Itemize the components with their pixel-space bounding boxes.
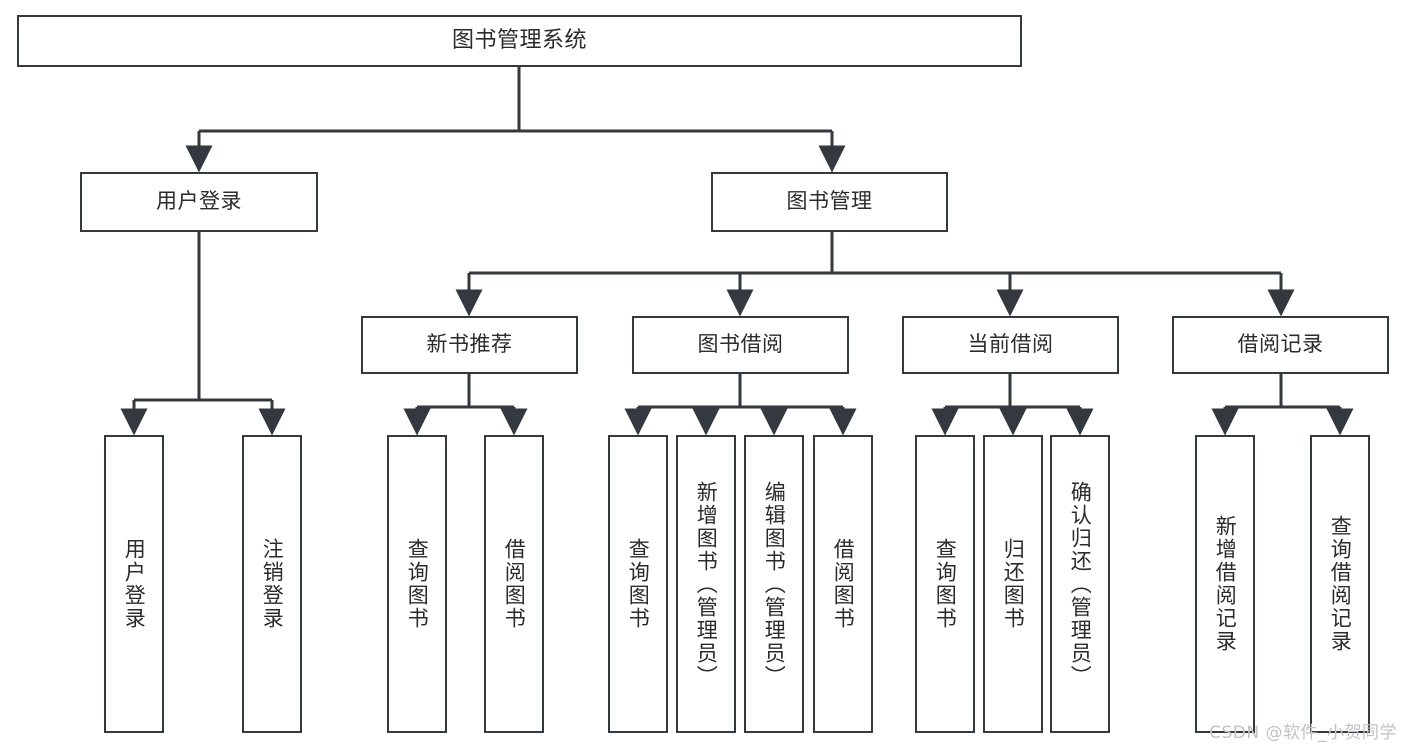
edges-borrowrecord-to-leaves (1211, 374, 1354, 436)
leaf-node-user-login[interactable]: 用户登录 (104, 435, 164, 733)
edges-userlogin-to-leaves (120, 232, 286, 436)
edges-newbook-to-leaves (403, 374, 528, 436)
leaf-node-query-book-current[interactable]: 查询图书 (915, 435, 975, 733)
leaf-node-borrow-book[interactable]: 借阅图书 (813, 435, 873, 733)
node-book-manage[interactable]: 图书管理 (711, 172, 948, 232)
leaf-node-edit-book-admin[interactable]: 编辑图书（管理员） (744, 435, 804, 733)
leaf-node-add-book-admin[interactable]: 新增图书（管理员） (676, 435, 736, 733)
leaf-node-confirm-return-admin[interactable]: 确认归还（管理员） (1050, 435, 1110, 733)
leaf-node-user-logout[interactable]: 注销登录 (242, 435, 302, 733)
edges-root-to-level2 (185, 67, 846, 173)
leaf-node-return-book[interactable]: 归还图书 (983, 435, 1043, 733)
leaf-node-add-borrow-record[interactable]: 新增借阅记录 (1195, 435, 1255, 733)
leaf-node-query-book-borrow[interactable]: 查询图书 (608, 435, 668, 733)
node-borrow-record[interactable]: 借阅记录 (1172, 316, 1389, 374)
edges-bookmanage-to-level3 (455, 232, 1295, 317)
leaf-node-query-book-recommend[interactable]: 查询图书 (387, 435, 447, 733)
node-root-system[interactable]: 图书管理系统 (17, 15, 1022, 67)
node-user-login[interactable]: 用户登录 (80, 172, 318, 232)
edges-currentborrow-to-leaves (931, 374, 1094, 436)
node-current-borrow[interactable]: 当前借阅 (902, 316, 1119, 374)
csdn-watermark: CSDN @软件_小贺同学 (1209, 723, 1397, 743)
node-book-borrow[interactable]: 图书借阅 (632, 316, 849, 374)
leaf-node-borrow-book-recommend[interactable]: 借阅图书 (484, 435, 544, 733)
node-new-book-recommend[interactable]: 新书推荐 (361, 316, 578, 374)
edges-bookborrow-to-leaves (624, 374, 857, 436)
leaf-node-query-borrow-record[interactable]: 查询借阅记录 (1310, 435, 1370, 733)
